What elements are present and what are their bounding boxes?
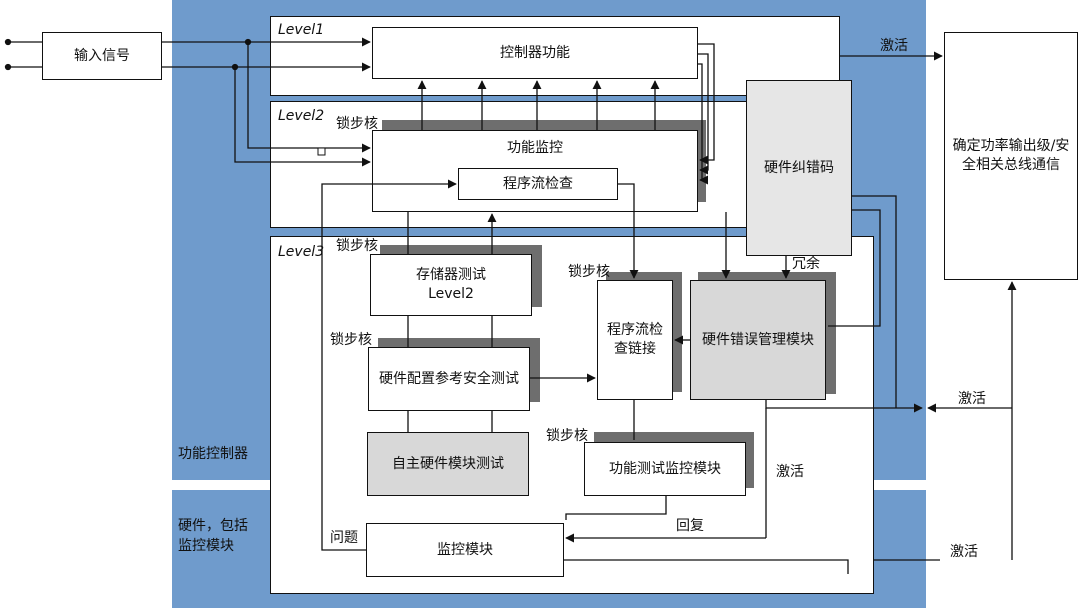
- input-signal-box: 输入信号: [42, 32, 162, 80]
- program-flow-check-box: 程序流检查: [458, 168, 618, 200]
- reply-label: 回复: [676, 518, 704, 534]
- hw-error-correction-label: 硬件纠错码: [764, 159, 834, 176]
- level3-label: Level3: [278, 244, 325, 260]
- output-stage-label: 确定功率输出级/安全相关总线通信: [952, 138, 1070, 173]
- lockstep-label-functest: 锁步核: [546, 428, 588, 444]
- hw-config-test-label: 硬件配置参考安全测试: [379, 370, 519, 387]
- lockstep-label-link: 锁步核: [568, 264, 610, 280]
- hw-error-mgmt-label: 硬件错误管理模块: [702, 331, 814, 348]
- program-flow-check-label: 程序流检查: [503, 175, 573, 192]
- lockstep-label-level2: 锁步核: [336, 116, 378, 132]
- hardware-region-label: 硬件，包括监控模块: [178, 518, 248, 555]
- memory-test-level-label: Level2: [428, 286, 474, 302]
- lockstep-label-hwconfig: 锁步核: [330, 332, 372, 348]
- hw-error-mgmt-box: 硬件错误管理模块: [690, 280, 826, 400]
- level1-label: Level1: [278, 22, 325, 38]
- memory-test-label: 存储器测试: [416, 267, 486, 284]
- program-flow-link-box: 程序流检查链接: [597, 280, 673, 400]
- hw-config-test-box: 硬件配置参考安全测试: [368, 347, 530, 411]
- activate-label-right: 激活: [958, 391, 986, 407]
- output-stage-box: 确定功率输出级/安全相关总线通信: [944, 32, 1078, 280]
- program-flow-link-label: 程序流检查链接: [607, 322, 663, 357]
- autonomous-hw-test-box: 自主硬件模块测试: [367, 432, 529, 496]
- function-monitoring-label: 功能监控: [507, 140, 563, 156]
- input-signal-label: 输入信号: [74, 47, 130, 64]
- level2-label: Level2: [278, 108, 325, 124]
- redundant-label: 冗余: [792, 256, 820, 272]
- controller-function-label: 控制器功能: [500, 44, 570, 61]
- monitor-module-box: 监控模块: [366, 523, 564, 577]
- problem-label: 问题: [330, 530, 358, 546]
- hw-error-correction-box: 硬件纠错码: [746, 80, 852, 256]
- activate-label-mid: 激活: [776, 464, 804, 480]
- controller-function-box: 控制器功能: [372, 27, 698, 79]
- autonomous-hw-test-label: 自主硬件模块测试: [392, 455, 504, 472]
- activate-label-bottom: 激活: [950, 544, 978, 560]
- function-test-monitor-label: 功能测试监控模块: [609, 460, 721, 477]
- lockstep-label-memory: 锁步核: [336, 238, 378, 254]
- memory-test-box: 存储器测试 Level2: [370, 254, 532, 316]
- function-controller-label: 功能控制器: [178, 446, 248, 462]
- monitor-module-label: 监控模块: [437, 541, 493, 558]
- function-test-monitor-box: 功能测试监控模块: [584, 442, 746, 496]
- activate-label-top: 激活: [880, 38, 908, 54]
